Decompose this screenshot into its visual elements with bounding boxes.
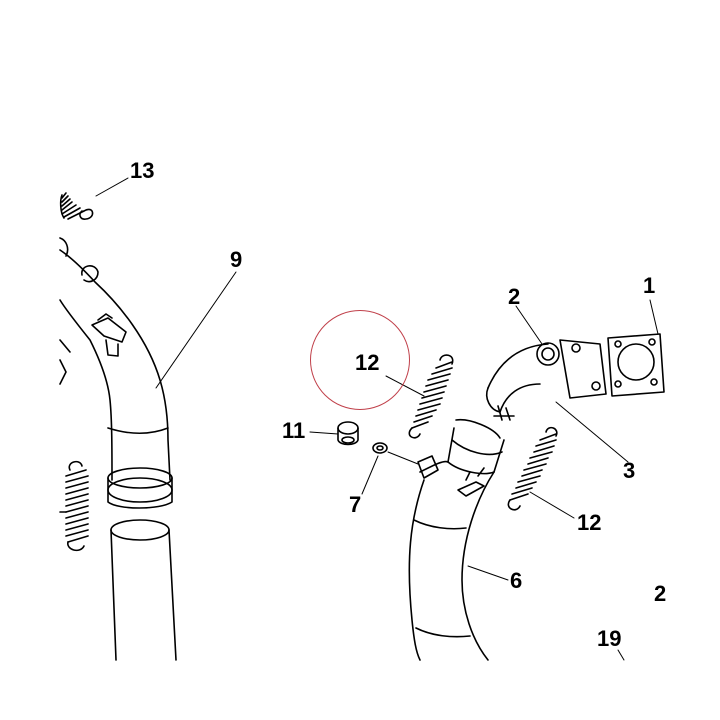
leader-19	[617, 649, 625, 661]
callout-13: 13	[130, 158, 155, 183]
washer-7	[372, 442, 388, 454]
pipe-9	[59, 237, 173, 509]
spring-left-lower	[59, 460, 89, 552]
callout-7: 7	[349, 492, 362, 517]
callout-6: 6	[510, 568, 523, 593]
spring-12-highlighted	[408, 354, 454, 439]
callout-2-partial: 2	[654, 581, 667, 606]
callout-2: 2	[508, 284, 521, 309]
leader-7	[361, 455, 379, 495]
leader-12-right	[529, 491, 575, 519]
callout-9: 9	[230, 247, 243, 272]
elbow-3	[485, 339, 607, 421]
lower-pipe	[110, 519, 177, 661]
callout-3: 3	[623, 458, 636, 483]
callout-12-right: 12	[577, 510, 602, 535]
leader-3	[555, 401, 629, 463]
spring-13	[59, 192, 94, 220]
bolt-11	[337, 421, 359, 446]
callout-11: 11	[282, 418, 306, 443]
spring-12-right	[507, 426, 558, 511]
callout-1: 1	[643, 273, 656, 298]
gasket-1	[607, 333, 665, 397]
leader-6	[467, 565, 509, 581]
leader-9	[155, 271, 237, 389]
highlight-circle	[310, 310, 410, 410]
dash-line	[387, 451, 419, 465]
leader-13	[95, 177, 129, 197]
leader-11	[309, 431, 339, 435]
callout-19: 19	[597, 626, 622, 651]
leader-1	[649, 299, 659, 335]
callout-12-highlighted: 12	[355, 350, 380, 375]
leader-2	[515, 305, 543, 345]
pipe-6	[408, 418, 505, 661]
